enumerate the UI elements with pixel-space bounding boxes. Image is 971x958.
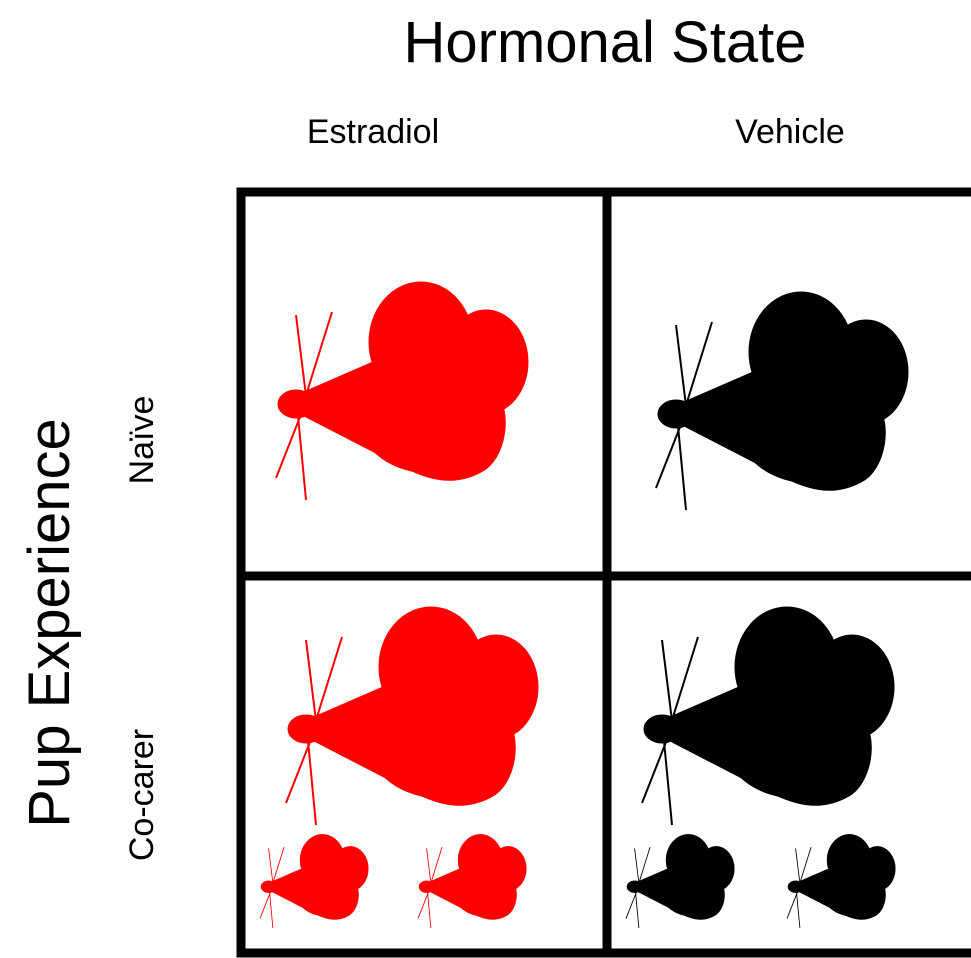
pup-mouse-vehicle-2 [787, 834, 895, 928]
adult-mouse-estradiol-co-carer [286, 607, 538, 825]
pup-mouse-vehicle-1 [626, 834, 734, 928]
pup-mouse-estradiol-2 [418, 834, 526, 928]
adult-mouse-vehicle-naive [656, 292, 908, 510]
adult-mouse-estradiol-naive [276, 282, 528, 500]
pup-mouse-estradiol-1 [260, 834, 368, 928]
adult-mouse-vehicle-co-carer [642, 607, 894, 825]
